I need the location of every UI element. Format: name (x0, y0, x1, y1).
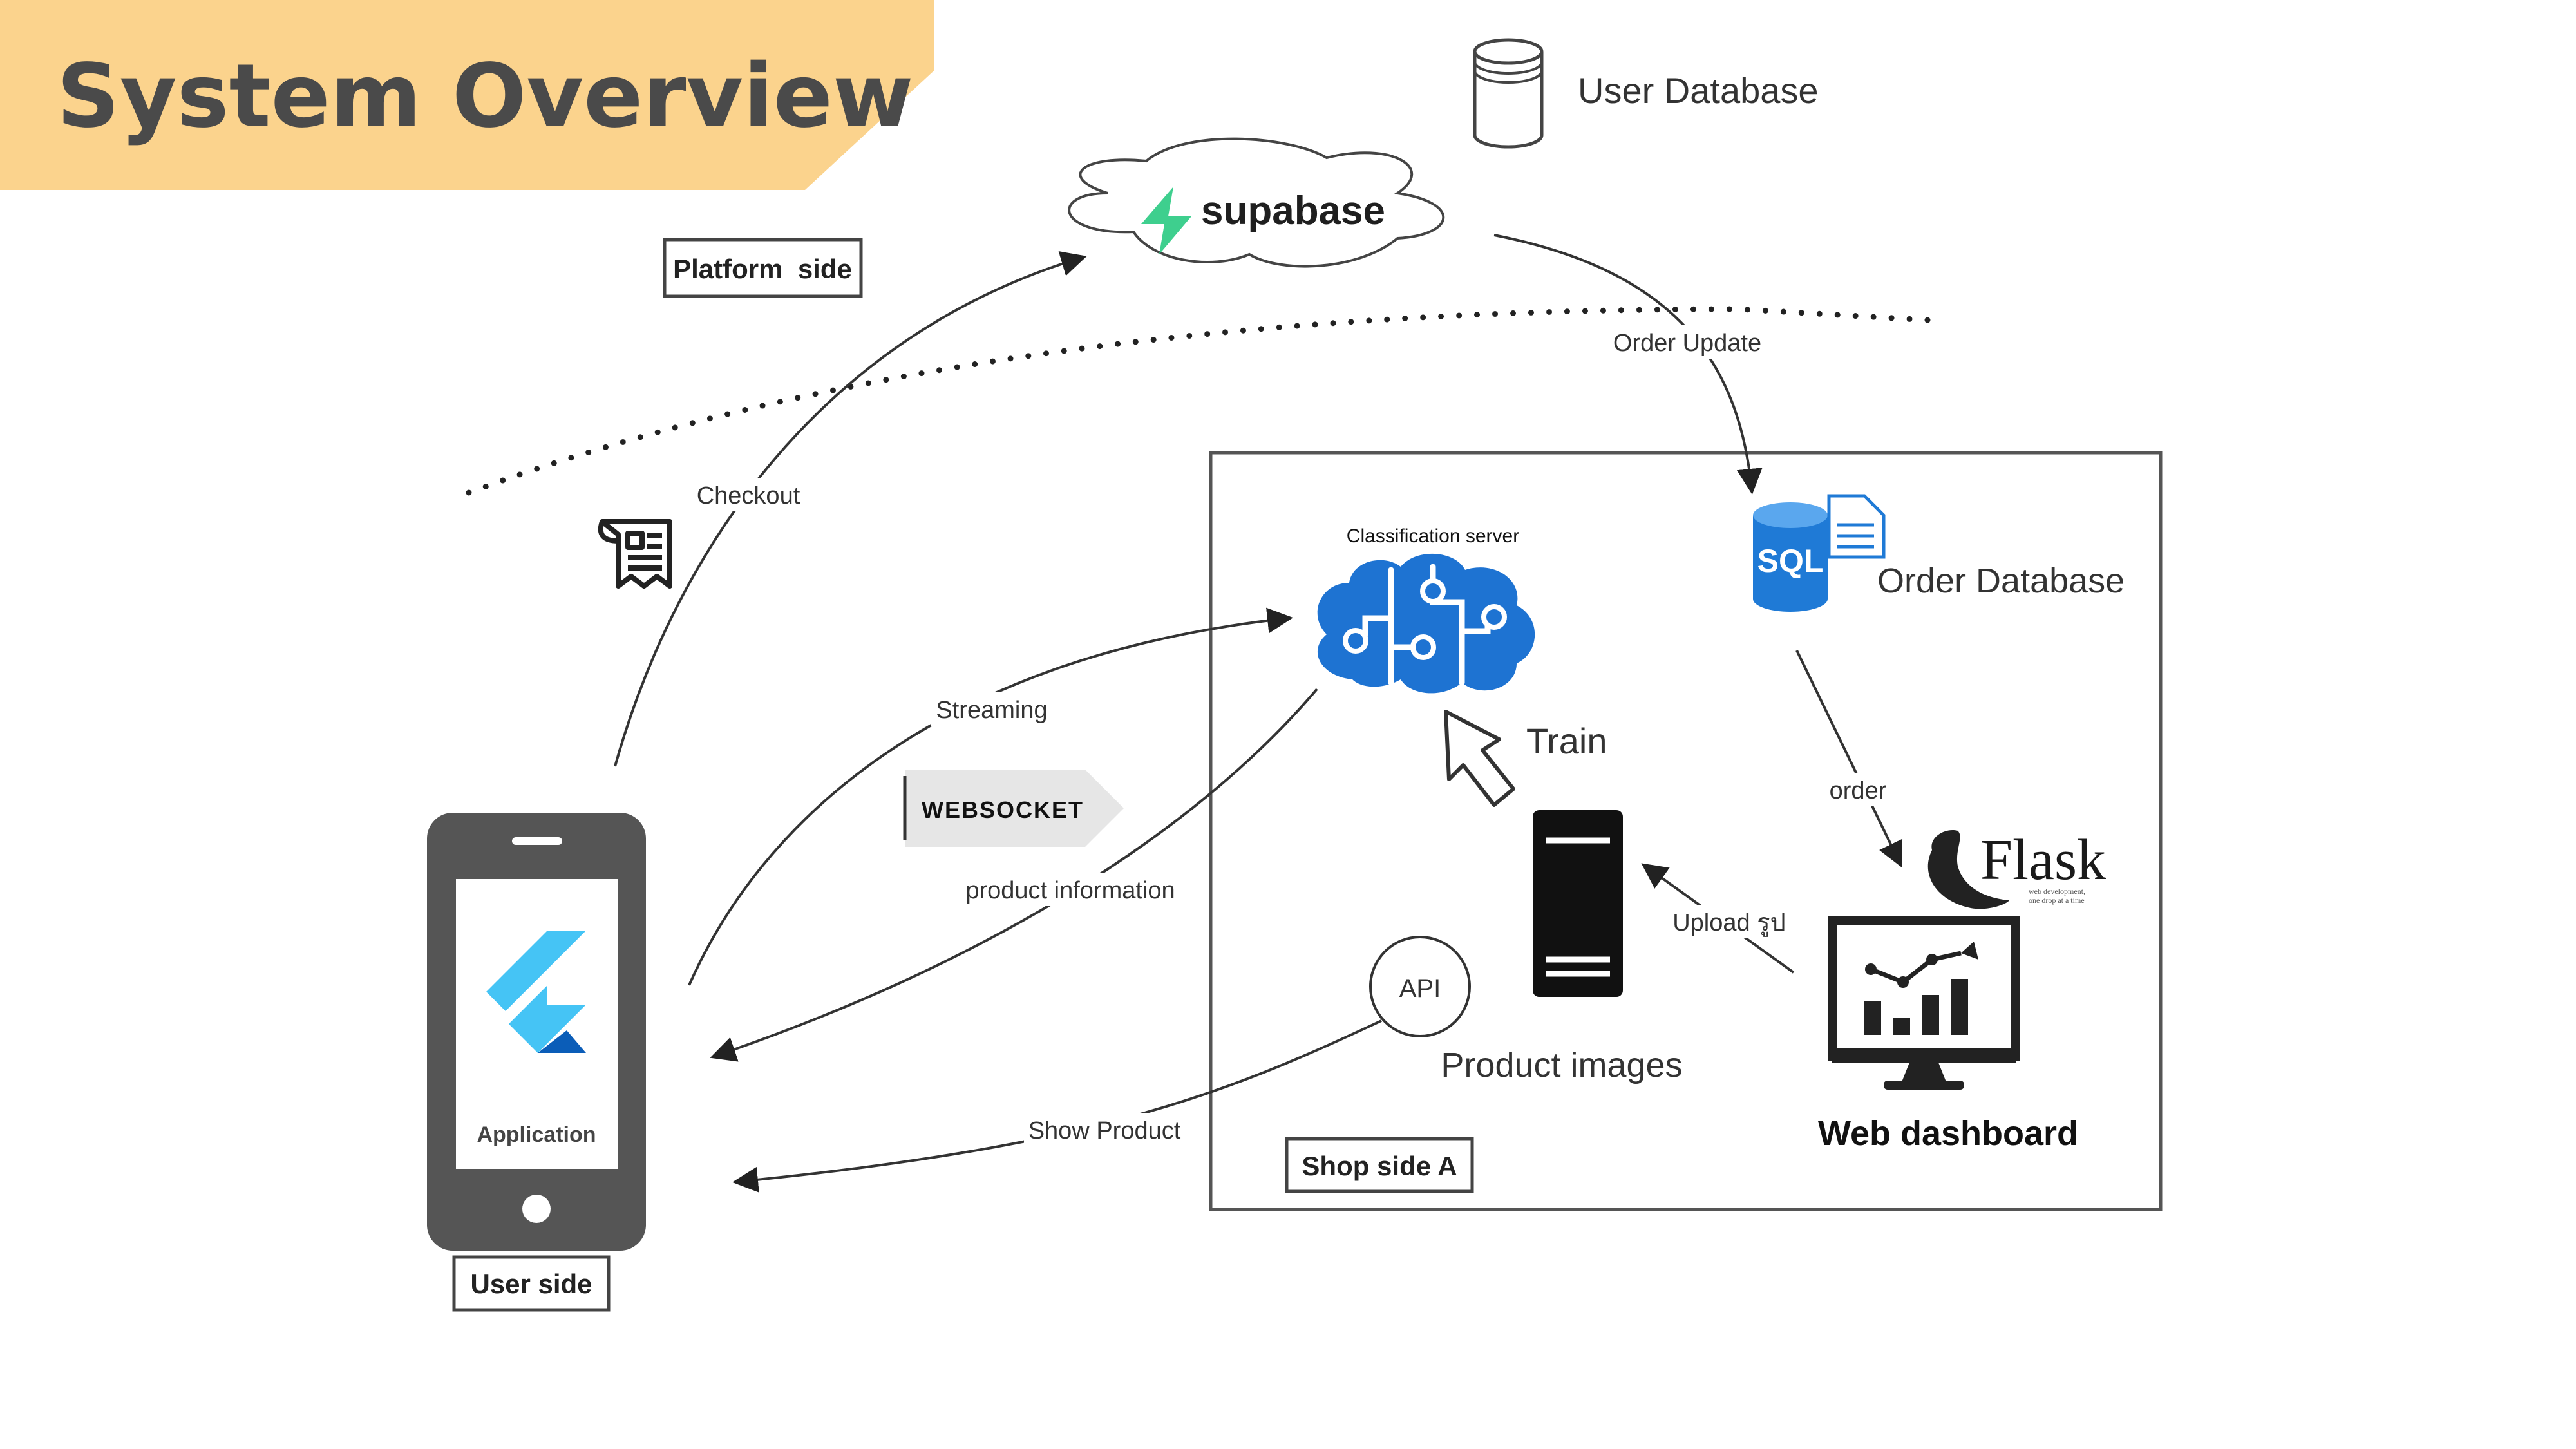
brain-circuit-icon (1317, 553, 1535, 694)
train-node: Train (1444, 710, 1607, 807)
supabase-bolt-icon (1141, 187, 1191, 254)
checkout-label: Checkout (697, 482, 800, 509)
monitor-chart-icon (1828, 916, 2020, 1090)
supabase-node: supabase (1068, 137, 1445, 268)
user-side-box: User side (452, 1255, 611, 1312)
streaming-label: Streaming (936, 697, 1047, 724)
product-images-label: Product images (1441, 1046, 1682, 1084)
flask-label: Flask (1980, 828, 2106, 892)
receipt-icon (598, 519, 672, 589)
application-label: Application (477, 1122, 596, 1147)
title-banner: System Overview (0, 0, 934, 190)
web-dashboard-node: Web dashboard (1818, 916, 2078, 1153)
websocket-label: WEBSOCKET (922, 797, 1084, 823)
page-title: System Overview (57, 46, 914, 147)
checkout-edge (614, 251, 1087, 767)
title-banner-shape (0, 0, 934, 190)
shop-side-a-box: Shop side A (1285, 1137, 1474, 1193)
user-database-label: User Database (1578, 70, 1819, 111)
classification-server-node: Classification server (1317, 526, 1535, 694)
supabase-label: supabase (1201, 189, 1385, 233)
order-update-label: Order Update (1613, 330, 1761, 357)
sql-icon-text: SQL (1757, 543, 1824, 579)
order-edge (1795, 650, 1903, 868)
platform-side-box: Platform side (663, 238, 863, 298)
web-dashboard-label: Web dashboard (1818, 1114, 2078, 1153)
flask-tagline-2: one drop at a time (2029, 896, 2085, 905)
upload-label: Upload รูป (1672, 909, 1786, 937)
streaming-edge (688, 607, 1293, 986)
api-label: API (1399, 974, 1441, 1003)
flask-tagline-1: web development, (2029, 887, 2085, 896)
user-database-node: User Database (1473, 38, 1819, 149)
database-icon (1473, 38, 1544, 149)
show-product-label: Show Product (1028, 1117, 1181, 1144)
platform-side-label: Platform side (673, 254, 852, 284)
flask-horn-icon (1927, 830, 2009, 909)
product-information-label: product information (965, 877, 1175, 904)
sql-database-icon: SQL (1753, 494, 1886, 612)
train-label: Train (1526, 721, 1607, 761)
classification-server-label: Classification server (1347, 526, 1519, 547)
server-icon (1533, 810, 1623, 997)
order-label: order (1830, 777, 1887, 804)
flutter-logo-icon (486, 931, 586, 1053)
show-product-edge (732, 1019, 1382, 1193)
shop-side-a-container (1209, 451, 2163, 1211)
flask-node: Flask web development, one drop at a tim… (1927, 828, 2106, 909)
shop-side-a-label: Shop side A (1302, 1151, 1457, 1181)
cursor-arrow-icon (1444, 710, 1515, 807)
order-database-label: Order Database (1877, 562, 2125, 600)
smartphone-icon: Application (427, 813, 646, 1251)
websocket-tag: WEBSOCKET (903, 770, 1124, 847)
user-side-label: User side (470, 1269, 592, 1299)
order-database-node: SQL Order Database (1753, 494, 2125, 612)
api-node: API (1369, 936, 1471, 1037)
